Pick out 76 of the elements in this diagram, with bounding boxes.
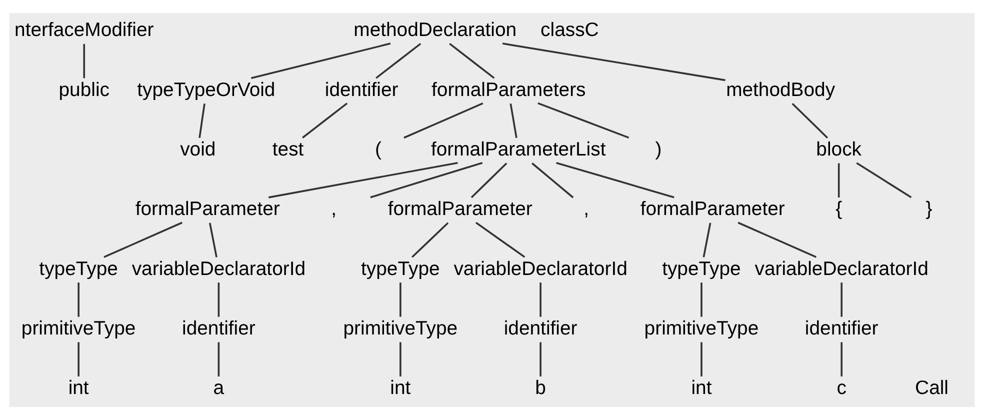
connector <box>702 222 712 258</box>
node-text: , <box>584 198 590 220</box>
connector <box>400 282 402 317</box>
connector <box>502 42 726 82</box>
connector <box>449 42 495 79</box>
connector <box>400 342 402 376</box>
node-text: void <box>180 138 216 160</box>
connector <box>840 282 842 317</box>
node-text: variableDeclaratorId <box>132 258 306 280</box>
node-text: primitiveType <box>644 317 759 340</box>
node-text: public <box>58 78 110 101</box>
connector <box>411 222 449 258</box>
node-text: b <box>535 377 546 400</box>
node-text: identifier <box>504 317 578 340</box>
node-text: methodDeclaration <box>354 19 517 42</box>
node-text: c <box>836 377 846 400</box>
node-text: ) <box>655 138 662 160</box>
node-text: typeTypeOrVoid <box>137 78 276 101</box>
node-text: block <box>816 138 862 160</box>
node-text: typeType <box>662 258 741 280</box>
node-text: formalParameter <box>388 198 532 220</box>
connector <box>475 222 526 258</box>
connector <box>78 342 80 376</box>
connector <box>556 162 674 198</box>
node-text: primitiveType <box>21 317 136 340</box>
node-text: formalParameter <box>640 198 785 220</box>
node-text: } <box>926 198 932 220</box>
connector <box>856 162 912 198</box>
connector <box>218 342 220 376</box>
connector <box>700 342 702 376</box>
connector <box>540 282 542 317</box>
connector <box>83 44 86 78</box>
connector <box>302 102 348 138</box>
connector <box>470 162 508 198</box>
connector <box>250 42 391 80</box>
node-text: formalParameterList <box>431 138 606 160</box>
connector <box>376 42 422 79</box>
node-text: { <box>836 198 842 220</box>
node-text: typeType <box>39 258 118 280</box>
connector <box>208 222 218 258</box>
node-text: formalParameter <box>135 198 280 220</box>
connector <box>540 342 542 376</box>
node-text: int <box>691 377 712 400</box>
connector <box>738 222 817 258</box>
connector <box>510 103 518 138</box>
node-text: variableDeclaratorId <box>454 258 628 280</box>
connector <box>268 162 458 198</box>
connector <box>78 282 80 317</box>
connector <box>838 163 840 198</box>
connector <box>538 102 630 139</box>
node-text: test <box>272 138 304 160</box>
node-text: nterfaceModifier <box>14 19 154 42</box>
node-text: primitiveType <box>343 317 458 340</box>
node-text: methodBody <box>726 78 836 101</box>
node-text: Call <box>915 377 948 400</box>
connector <box>218 282 220 317</box>
connector <box>404 102 484 139</box>
node-text: identifier <box>182 317 256 340</box>
connector <box>792 102 828 138</box>
node-text: typeType <box>361 258 440 280</box>
node-text: formalParameters <box>432 78 586 101</box>
connector <box>700 282 702 317</box>
node-text: identifier <box>804 317 878 340</box>
node-text: ( <box>375 138 382 160</box>
connector <box>104 222 182 258</box>
node-text: , <box>331 198 337 220</box>
connector <box>532 162 574 198</box>
node-text: identifier <box>324 78 398 101</box>
connector <box>370 162 483 198</box>
node-text: classC <box>540 19 599 42</box>
connector <box>198 103 206 138</box>
node-text: int <box>390 377 411 400</box>
node-text: int <box>68 377 89 400</box>
connector <box>840 342 842 376</box>
node-text: variableDeclaratorId <box>754 258 928 280</box>
node-text: a <box>213 377 224 400</box>
